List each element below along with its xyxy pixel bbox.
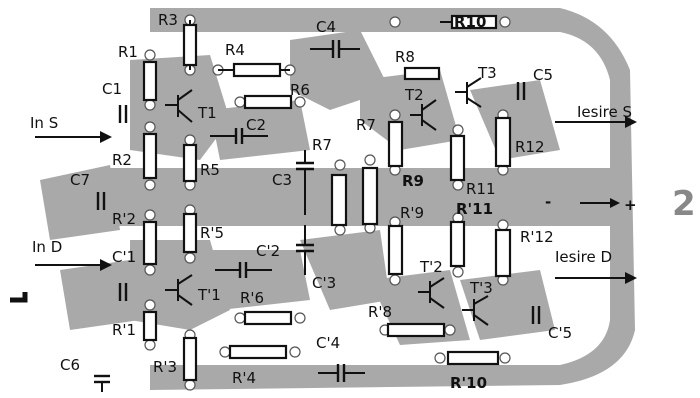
- label-iesire-d: Iesire D: [555, 248, 612, 266]
- transistor-t1-prime: [165, 274, 193, 306]
- label-r5: R5: [200, 161, 220, 179]
- label-r3-prime: R'3: [153, 358, 177, 376]
- label-r2-prime: R'2: [112, 210, 136, 228]
- transistors: [165, 77, 489, 326]
- label-c4: C4: [316, 18, 336, 36]
- signal-arrows: [10, 116, 637, 303]
- label-c1-prime: C'1: [112, 248, 136, 266]
- label-r6: R6: [290, 81, 310, 99]
- label-r11: R11: [466, 180, 496, 198]
- label-r7: R7: [312, 136, 332, 154]
- label-t2-prime: T'2: [419, 258, 443, 276]
- label-in-d: In D: [32, 238, 62, 256]
- label-c3: C3: [272, 171, 292, 189]
- label-iesire-s: Iesire S: [577, 103, 632, 121]
- label-minus: -: [545, 193, 551, 211]
- capacitors: [94, 40, 541, 392]
- label-c1: C1: [102, 80, 122, 98]
- label-r4: R4: [225, 41, 245, 59]
- label-r11-prime: R'11: [456, 200, 493, 218]
- label-r8-prime: R'8: [368, 303, 392, 321]
- label-r6-prime: R'6: [240, 289, 264, 307]
- label-c6: C6: [60, 356, 80, 374]
- component-labels: R3 R1 R4 C4 R10 R8 T3 C5 C1 T1 R6 T2 In …: [30, 11, 696, 392]
- label-r12: R12: [515, 138, 545, 156]
- label-t3: T3: [477, 64, 497, 82]
- label-r12-prime: R'12: [520, 228, 554, 246]
- label-t3-prime: T'3: [469, 279, 493, 297]
- label-r9-prime: R'9: [400, 204, 424, 222]
- label-plus: +: [624, 196, 637, 214]
- label-c5-prime: C'5: [548, 324, 572, 342]
- label-r3: R3: [158, 11, 178, 29]
- label-r10: R10: [454, 13, 486, 31]
- label-c5: C5: [533, 66, 553, 84]
- page-number: 2: [672, 184, 696, 224]
- transistor-t3: [455, 77, 482, 108]
- label-c2-prime: C'2: [256, 242, 280, 260]
- label-in-s: In S: [30, 114, 58, 132]
- transistor-t3-prime: [462, 295, 489, 326]
- label-r1: R1: [118, 43, 138, 61]
- label-c2: C2: [246, 116, 266, 134]
- label-r9: R9: [402, 172, 424, 190]
- label-r4-prime: R'4: [232, 369, 256, 387]
- transistor-t2: [410, 99, 437, 131]
- label-c7: C7: [70, 171, 90, 189]
- label-r5-prime: R'5: [200, 224, 224, 242]
- label-t1: T1: [197, 104, 217, 122]
- label-r1-prime: R'1: [112, 321, 136, 339]
- solder-pads: [144, 14, 511, 391]
- label-r10-prime: R'10: [450, 374, 487, 392]
- label-t1-prime: T'1: [197, 286, 221, 304]
- label-r8: R8: [395, 48, 415, 66]
- transistor-t1: [165, 89, 193, 123]
- label-t2: T2: [404, 86, 424, 104]
- label-c3-prime: C'3: [312, 274, 336, 292]
- resistors: [142, 14, 512, 382]
- transistor-t2-prime: [418, 277, 445, 309]
- label-c4-prime: C'4: [316, 334, 340, 352]
- label-r2: R2: [112, 151, 132, 169]
- label-r7-side: R7: [356, 116, 376, 134]
